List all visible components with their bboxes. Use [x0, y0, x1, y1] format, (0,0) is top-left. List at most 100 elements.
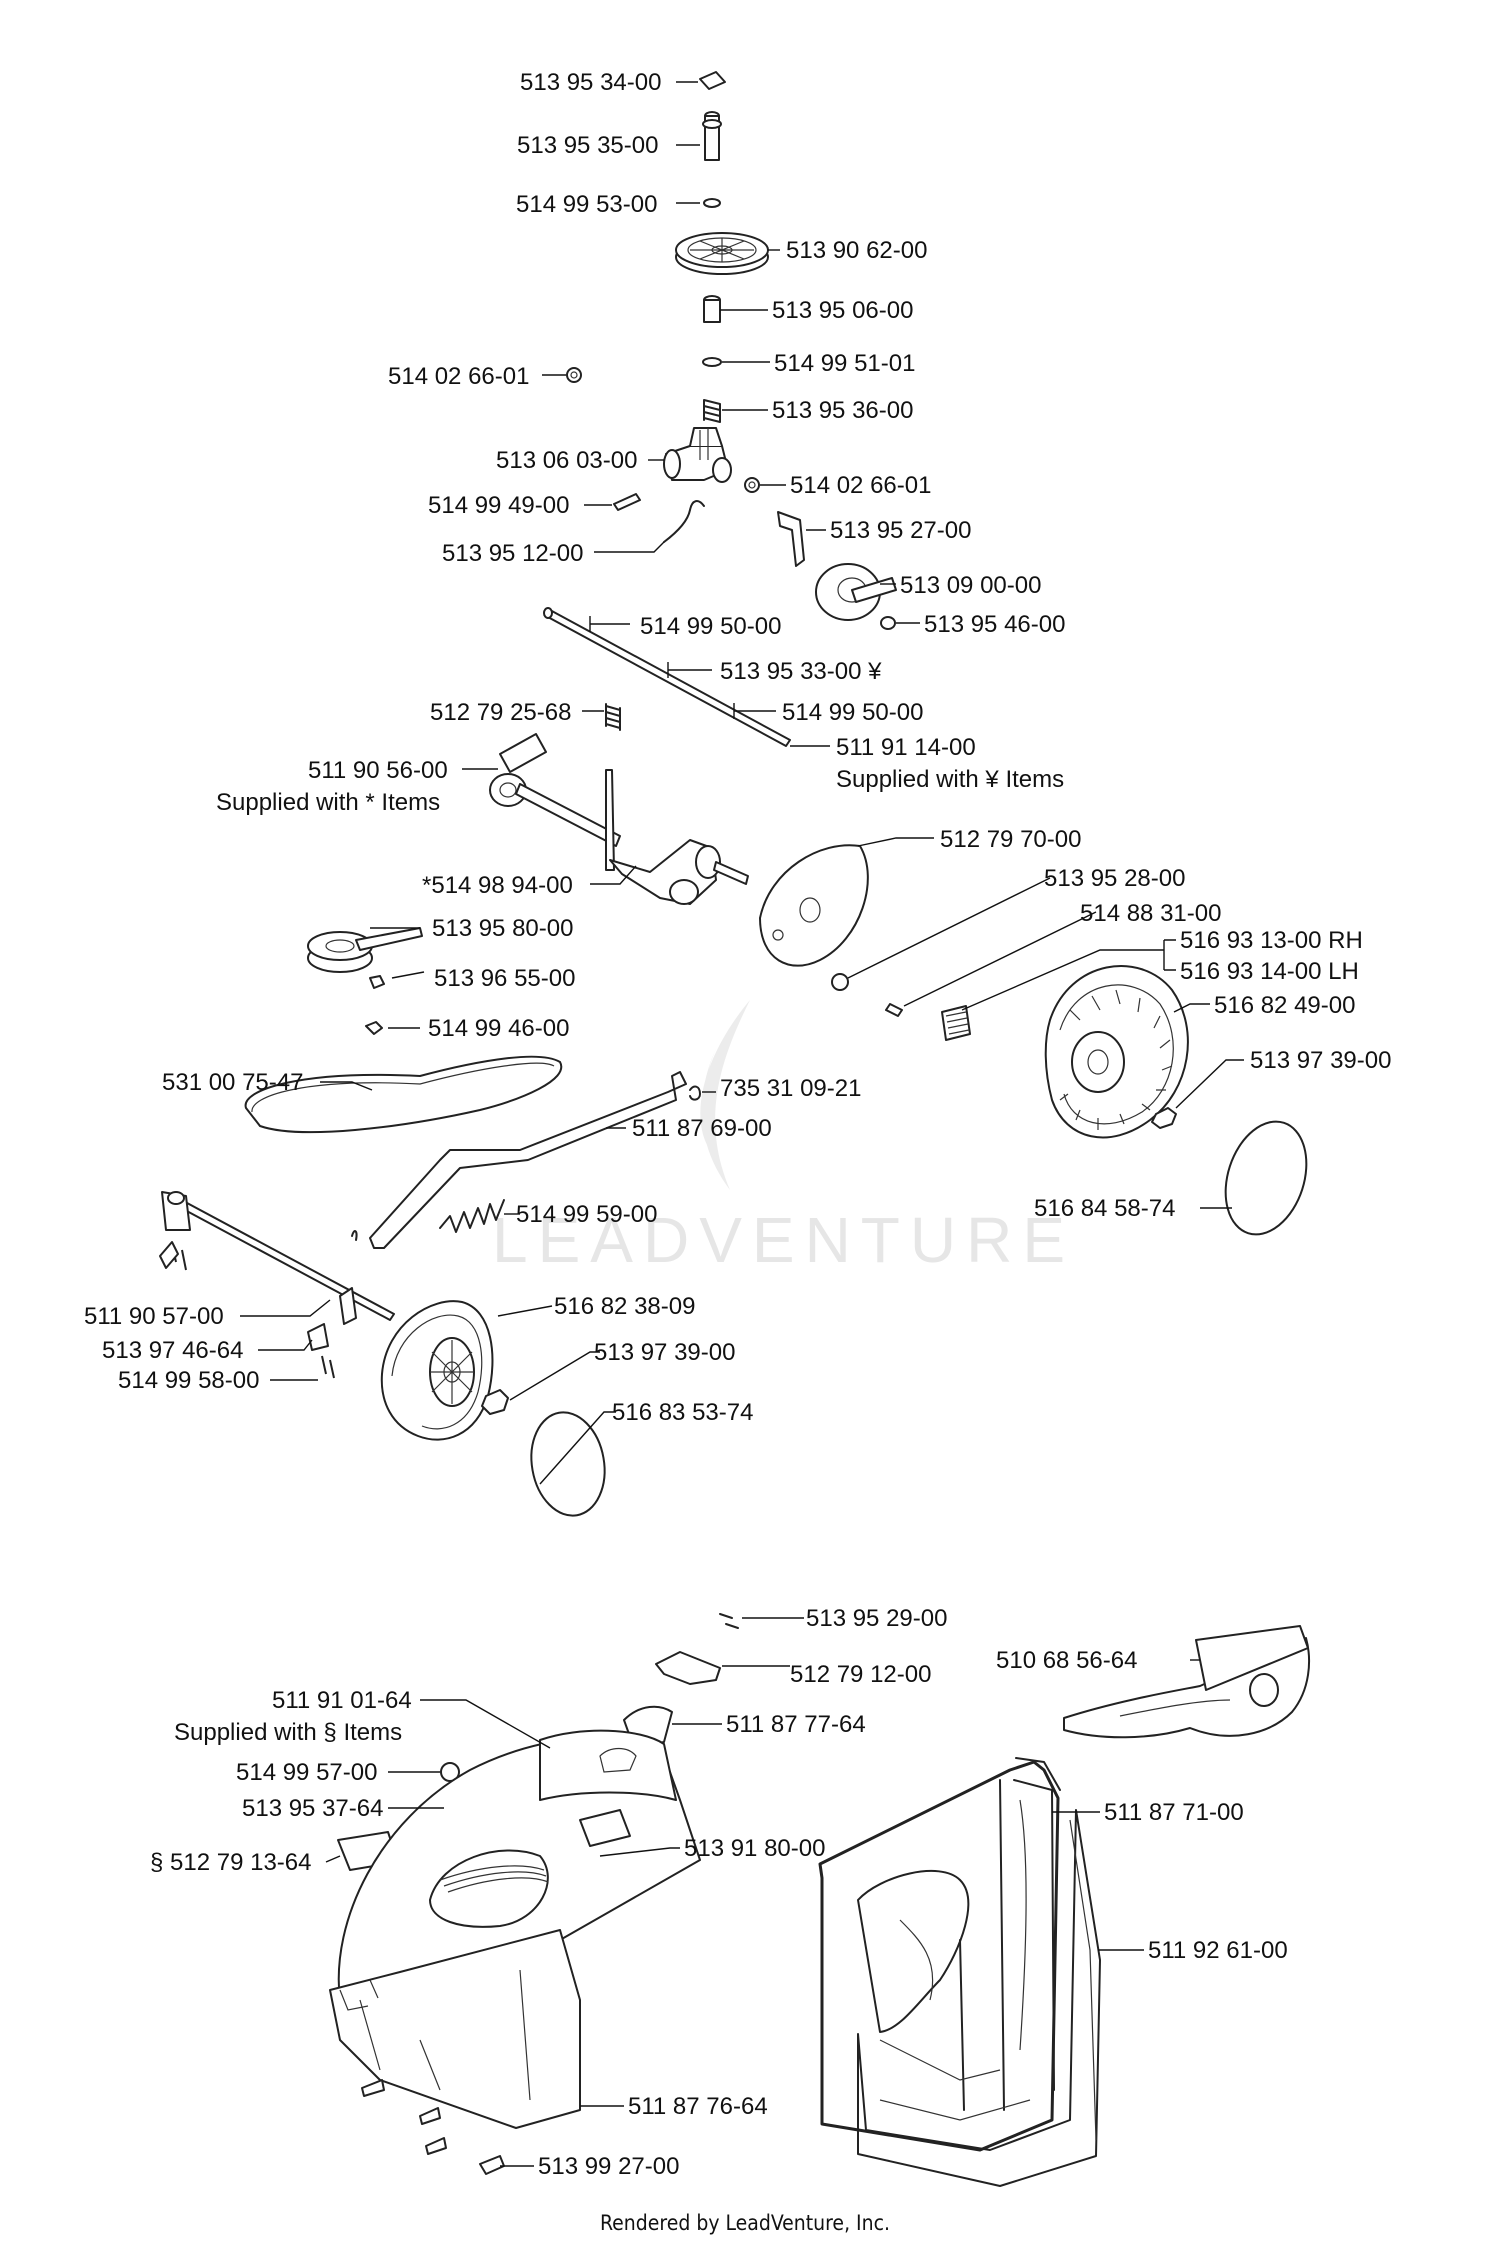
part-spring — [703, 399, 721, 423]
footer-credit: Rendered by LeadVenture, Inc. — [600, 2211, 890, 2235]
chute-and-bag-parts — [329, 1613, 1311, 2187]
part-drive-belt — [244, 1055, 563, 1134]
label-513-95-28-00: 513 95 28-00 — [1044, 865, 1185, 892]
part-clip — [699, 71, 726, 90]
label-513-95-37-64: 513 95 37-64 — [242, 1795, 383, 1822]
label-514-98-94-00: *514 98 94-00 — [422, 872, 573, 899]
part-housing — [663, 427, 732, 483]
label-514-99-50-00-b: 514 99 50-00 — [782, 699, 923, 726]
label-531-00-75-47: 531 00 75-47 — [162, 1069, 303, 1096]
part-side-chute — [1063, 1625, 1311, 1739]
label-513-06-03-00: 513 06 03-00 — [496, 447, 637, 474]
part-small-clips — [719, 1613, 739, 1629]
label-512-79-13-64: § 512 79 13-64 — [150, 1849, 311, 1876]
part-shaft-pin — [702, 111, 722, 161]
label-513-97-39-00-rear: 513 97 39-00 — [1250, 1047, 1391, 1074]
label-514-99-53-00: 514 99 53-00 — [516, 191, 657, 218]
label-514-99-49-00: 514 99 49-00 — [428, 492, 569, 519]
part-ring — [703, 198, 721, 208]
part-nut — [369, 975, 385, 989]
label-514-02-66-01-right: 514 02 66-01 — [790, 472, 931, 499]
label-516-93-14-00-lh: 516 93 14-00 LH — [1180, 958, 1359, 985]
label-513-95-29-00: 513 95 29-00 — [806, 1605, 947, 1632]
part-labels: 513 95 34-00 513 95 35-00 514 99 53-00 5… — [84, 69, 1391, 2180]
part-rear-flap — [329, 1929, 581, 2129]
label-513-99-27-00: 513 99 27-00 — [538, 2153, 679, 2180]
label-513-95-33-00: 513 95 33-00 ¥ — [720, 658, 882, 685]
label-513-95-06-00: 513 95 06-00 — [772, 297, 913, 324]
part-hubcap-rear — [1224, 1120, 1308, 1236]
label-513-95-34-00: 513 95 34-00 — [520, 69, 661, 96]
label-514-02-66-01-left: 514 02 66-01 — [388, 363, 529, 390]
watermark-text: LEADVENTURE — [492, 1204, 1075, 1276]
part-deck-clips — [361, 2079, 505, 2175]
label-514-99-46-00: 514 99 46-00 — [428, 1015, 569, 1042]
part-knob — [440, 1762, 460, 1782]
label-513-09-00-00: 513 09 00-00 — [900, 572, 1041, 599]
part-wheel-gear — [941, 1005, 971, 1041]
part-washer-right — [744, 477, 760, 493]
label-513-97-46-64: 513 97 46-64 — [102, 1337, 243, 1364]
part-hinge-plate — [655, 1651, 721, 1685]
part-washer-left — [566, 367, 582, 383]
label-513-95-80-00: 513 95 80-00 — [432, 915, 573, 942]
part-pin — [885, 1003, 903, 1017]
label-512-79-12-00: 512 79 12-00 — [790, 1661, 931, 1688]
label-516-83-53-74: 516 83 53-74 — [612, 1399, 753, 1426]
leader-lines — [240, 81, 1244, 2167]
part-pulley — [675, 232, 769, 275]
label-516-84-58-74: 516 84 58-74 — [1034, 1195, 1175, 1222]
part-bag-frame — [818, 1757, 1061, 2152]
label-513-96-55-00: 513 96 55-00 — [434, 965, 575, 992]
part-grass-bag — [857, 1799, 1101, 2187]
label-511-87-69-00: 511 87 69-00 — [632, 1115, 772, 1142]
part-wheel-washer — [831, 973, 849, 991]
label-511-90-56-00: 511 90 56-00 — [308, 757, 448, 784]
drive-assembly-parts — [159, 71, 1308, 1517]
label-514-99-50-00-a: 514 99 50-00 — [640, 613, 781, 640]
part-flange-nut — [365, 1021, 383, 1035]
note-supplied-section: Supplied with § Items — [174, 1719, 402, 1746]
label-513-95-35-00: 513 95 35-00 — [517, 132, 658, 159]
label-514-99-58-00: 514 99 58-00 — [118, 1367, 259, 1394]
label-735-31-09-21: 735 31 09-21 — [720, 1075, 861, 1102]
label-512-79-70-00: 512 79 70-00 — [940, 826, 1081, 853]
label-516-82-38-09: 516 82 38-09 — [554, 1293, 695, 1320]
label-511-87-76-64: 511 87 76-64 — [628, 2093, 768, 2120]
label-513-90-62-00: 513 90 62-00 — [786, 237, 927, 264]
label-511-87-77-64: 511 87 77-64 — [726, 1711, 866, 1738]
label-513-95-27-00: 513 95 27-00 — [830, 517, 971, 544]
part-hook — [351, 1230, 358, 1241]
label-511-91-01-64: 511 91 01-64 — [272, 1687, 412, 1714]
label-516-82-49-00: 516 82 49-00 — [1214, 992, 1355, 1019]
label-512-79-25-68: 512 79 25-68 — [430, 699, 571, 726]
part-wheel-nut-front — [481, 1389, 509, 1415]
part-front-wheel — [380, 1300, 494, 1441]
part-bushing — [703, 295, 721, 323]
part-lever-arm — [369, 1071, 687, 1249]
part-small-washer — [880, 616, 896, 630]
part-wire-link — [663, 500, 705, 543]
flame-logo-icon — [700, 1000, 750, 1190]
note-supplied-yen: Supplied with ¥ Items — [836, 766, 1064, 793]
note-supplied-star: Supplied with * Items — [216, 789, 440, 816]
label-513-95-46-00: 513 95 46-00 — [924, 611, 1065, 638]
label-514-99-59-00: 514 99 59-00 — [516, 1201, 657, 1228]
label-510-68-56-64: 510 68 56-64 — [996, 1647, 1137, 1674]
part-cotter-pin — [613, 493, 641, 511]
part-gearbox-assembly — [489, 733, 749, 905]
label-514-99-57-00: 514 99 57-00 — [236, 1759, 377, 1786]
label-513-95-12-00: 513 95 12-00 — [442, 540, 583, 567]
label-514-88-31-00: 514 88 31-00 — [1080, 900, 1221, 927]
part-idler-pulley — [307, 927, 423, 973]
label-511-90-57-00: 511 90 57-00 — [84, 1303, 224, 1330]
label-513-91-80-00: 513 91 80-00 — [684, 1835, 825, 1862]
label-511-92-61-00: 511 92 61-00 — [1148, 1937, 1288, 1964]
part-tension-spring — [439, 1199, 505, 1233]
part-wheel-nut-rear — [1151, 1107, 1177, 1129]
part-front-axle — [159, 1191, 395, 1379]
part-rear-wheel — [1044, 965, 1189, 1139]
label-511-87-71-00: 511 87 71-00 — [1104, 1799, 1244, 1826]
part-bracket — [777, 511, 805, 567]
